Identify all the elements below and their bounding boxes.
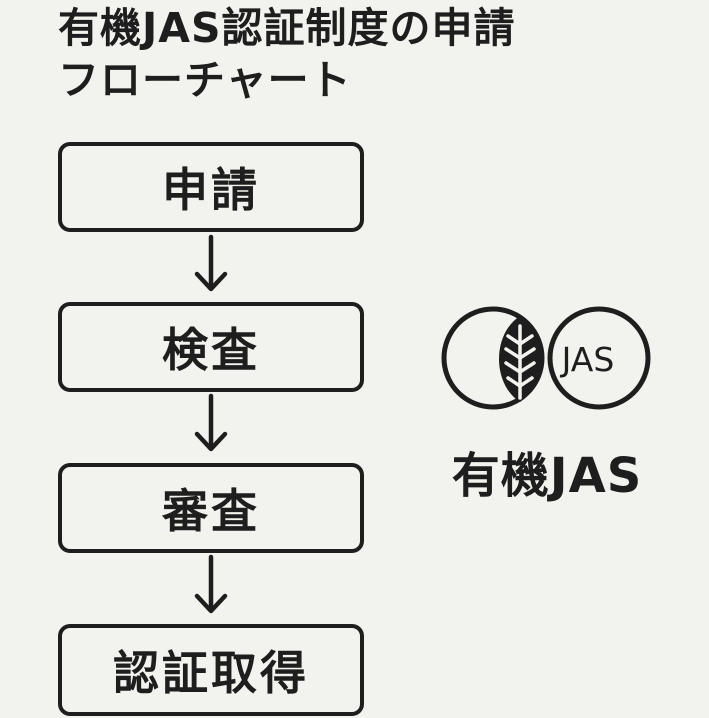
step-label: 審査 xyxy=(162,484,260,538)
arrow-3 xyxy=(194,554,228,614)
arrow-2 xyxy=(194,393,228,452)
page-title: 有機JAS認証制度の申請 フローチャート xyxy=(58,2,516,106)
logo-mark-text: JAS xyxy=(560,340,615,379)
flow-step-application: 申請 xyxy=(58,142,364,232)
flow-step-inspection: 検査 xyxy=(58,302,364,392)
step-label: 検査 xyxy=(162,323,260,377)
logo-caption: 有機JAS xyxy=(451,448,643,504)
title-line-1: 有機JAS認証制度の申請 xyxy=(58,4,516,52)
step-label: 申請 xyxy=(162,163,260,217)
flow-step-certification: 認証取得 xyxy=(58,624,364,716)
title-line-2: フローチャート xyxy=(58,56,352,104)
organic-jas-logo-icon: JAS xyxy=(441,306,651,410)
flow-step-review: 審査 xyxy=(58,463,364,553)
arrow-1 xyxy=(194,234,228,292)
step-label: 認証取得 xyxy=(113,646,309,700)
